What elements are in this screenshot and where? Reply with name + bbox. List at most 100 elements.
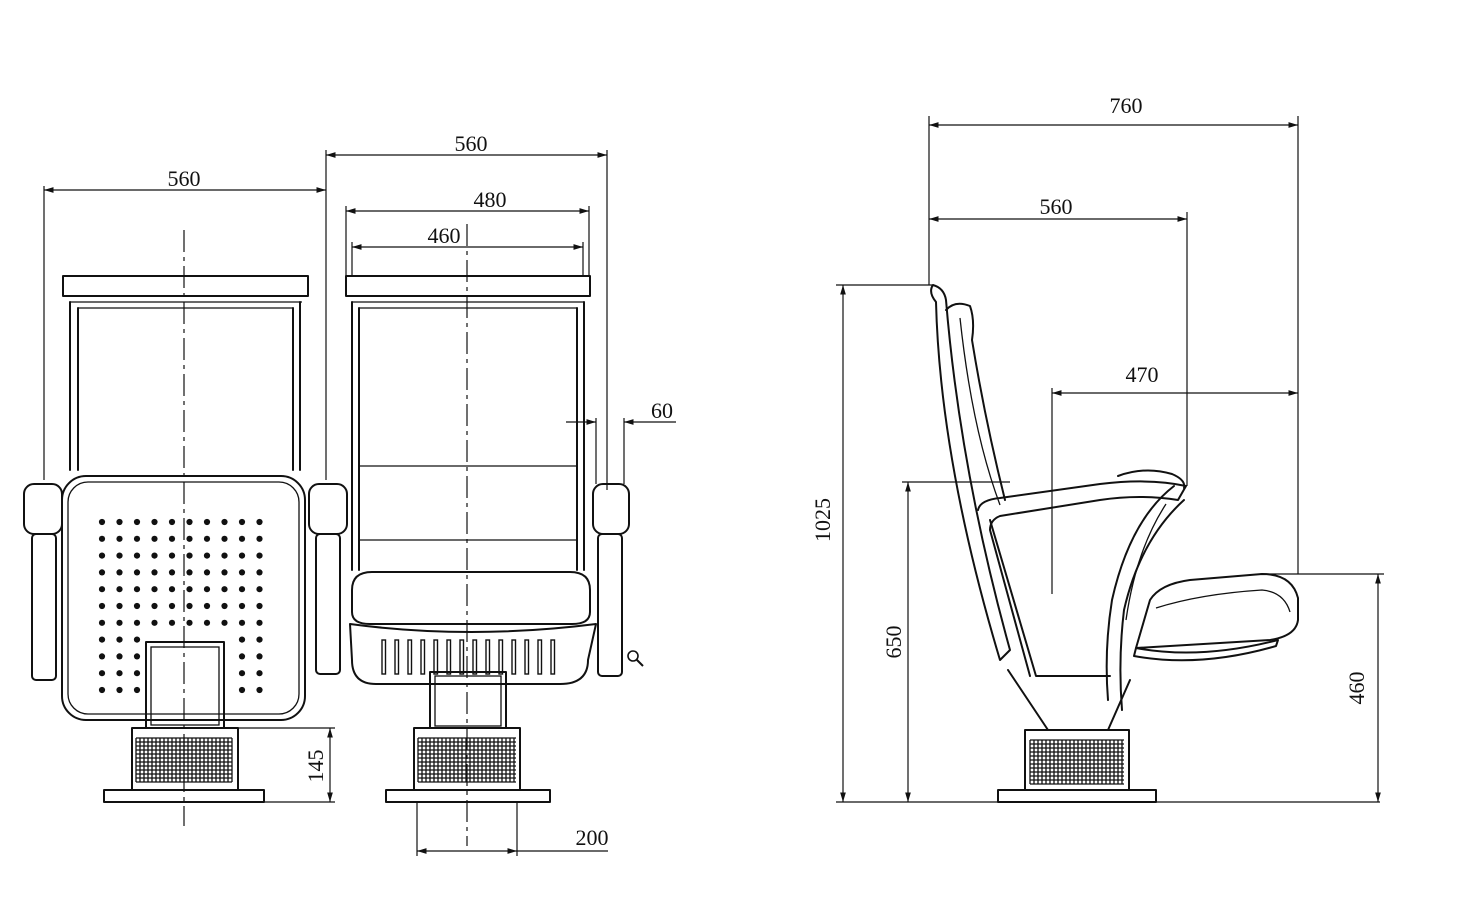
- perforation-hole: [133, 653, 141, 660]
- perforation-hole: [116, 569, 123, 576]
- perforation-hole: [133, 518, 141, 526]
- perforation-hole: [98, 552, 106, 559]
- vent-slot: [485, 639, 491, 675]
- perforation-hole: [203, 602, 211, 610]
- perforation-hole: [256, 518, 263, 526]
- perforation-hole: [98, 619, 106, 626]
- perforation-hole: [133, 619, 141, 626]
- perforation-hole: [221, 619, 228, 626]
- perforation-hole: [221, 569, 228, 576]
- front-view-left-seat: [23, 275, 348, 803]
- perforation-hole: [221, 518, 228, 526]
- perforation-hole: [203, 586, 211, 593]
- perforation-hole: [221, 602, 228, 610]
- vent-slot: [498, 639, 504, 675]
- vent-slot: [407, 639, 413, 675]
- perforation-hole: [186, 535, 193, 542]
- vent-slot: [420, 639, 426, 675]
- front-view-dimensions: 560 560 480 460 60 145 200: [43, 131, 676, 856]
- dim-left-seat-width: 560: [168, 166, 201, 191]
- dim-pedestal-width: 200: [576, 825, 609, 850]
- perforation-hole: [203, 619, 211, 626]
- perforation-hole: [256, 552, 263, 559]
- perforation-hole: [168, 602, 176, 610]
- perforation-hole: [133, 670, 141, 677]
- vent-slot: [511, 639, 517, 675]
- perforation-hole: [203, 535, 211, 542]
- perforation-hole: [116, 619, 123, 626]
- perforation-hole: [98, 636, 106, 643]
- perforation-hole: [168, 619, 176, 626]
- perforation-hole: [116, 653, 123, 660]
- dim-backrest-width: 480: [474, 187, 507, 212]
- perforation-hole: [256, 686, 263, 694]
- front-view-right-seat: [345, 275, 630, 803]
- perforation-hole: [151, 569, 158, 576]
- vent-slot: [446, 639, 452, 675]
- dim-armrest-width: 60: [651, 398, 673, 423]
- perforation-hole: [116, 670, 123, 677]
- perforation-hole: [168, 552, 176, 559]
- perforation-hole: [238, 535, 246, 542]
- perforation-hole: [133, 636, 141, 643]
- perforation-hole: [256, 619, 263, 626]
- vent-slot: [433, 639, 439, 675]
- side-view-chair: [930, 284, 1299, 803]
- perforation-hole: [116, 535, 123, 542]
- vent-slot: [537, 639, 543, 675]
- perforation-hole: [133, 602, 141, 610]
- dim-overall-height: 1025: [810, 498, 835, 542]
- seat-perforation-holes: [98, 518, 263, 694]
- vent-slot: [550, 639, 556, 675]
- perforation-hole: [133, 586, 141, 593]
- perforation-hole: [203, 569, 211, 576]
- magnifier-icon[interactable]: [627, 650, 644, 667]
- perforation-hole: [116, 636, 123, 643]
- perforation-hole: [238, 670, 246, 677]
- perforation-hole: [116, 686, 123, 694]
- dim-base-height: 145: [303, 750, 328, 783]
- perforation-hole: [98, 586, 106, 593]
- base-grille: [1029, 739, 1124, 785]
- perforation-hole: [98, 602, 106, 610]
- dim-back-to-arm-depth: 560: [1040, 194, 1073, 219]
- vent-slot: [459, 639, 465, 675]
- vent-slot: [472, 639, 478, 675]
- perforation-hole: [256, 653, 263, 660]
- perforation-hole: [151, 619, 158, 626]
- perforation-hole: [221, 552, 228, 559]
- perforation-hole: [221, 535, 228, 542]
- perforation-hole: [98, 686, 106, 694]
- side-view-dimensions: 760 560 470 1025 650 460: [810, 93, 1384, 803]
- perforation-hole: [256, 636, 263, 643]
- vent-slot: [394, 639, 400, 675]
- vent-slot: [381, 639, 387, 675]
- perforation-hole: [151, 552, 158, 559]
- vent-slot: [524, 639, 530, 675]
- perforation-hole: [133, 535, 141, 542]
- perforation-hole: [203, 518, 211, 526]
- perforation-hole: [116, 602, 123, 610]
- perforation-hole: [238, 602, 246, 610]
- dim-seat-inner-width: 460: [428, 223, 461, 248]
- dim-seat-height: 460: [1344, 672, 1369, 705]
- perforation-hole: [151, 535, 158, 542]
- perforation-hole: [98, 670, 106, 677]
- perforation-hole: [98, 569, 106, 576]
- perforation-hole: [238, 518, 246, 526]
- perforation-hole: [238, 653, 246, 660]
- perforation-hole: [116, 518, 123, 526]
- perforation-hole: [98, 518, 106, 526]
- perforation-hole: [186, 602, 193, 610]
- perforation-hole: [116, 552, 123, 559]
- perforation-hole: [151, 602, 158, 610]
- perforation-hole: [186, 552, 193, 559]
- perforation-hole: [221, 586, 228, 593]
- perforation-hole: [98, 653, 106, 660]
- perforation-hole: [186, 569, 193, 576]
- perforation-hole: [168, 535, 176, 542]
- perforation-hole: [98, 535, 106, 542]
- perforation-hole: [168, 586, 176, 593]
- perforation-hole: [203, 552, 211, 559]
